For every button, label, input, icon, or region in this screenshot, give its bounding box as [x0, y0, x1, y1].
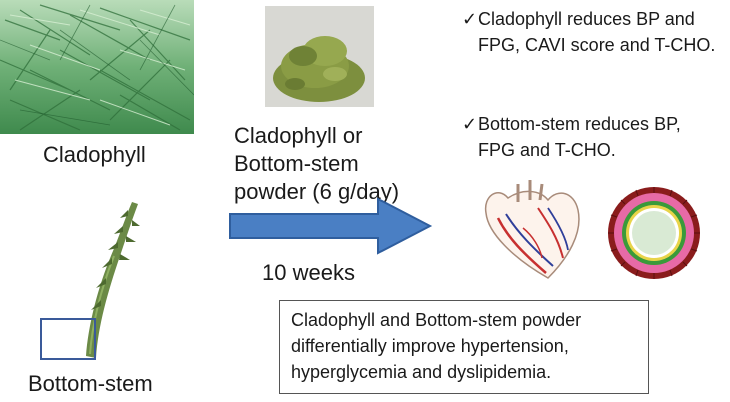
powder-dose-line: Bottom-stem — [234, 151, 359, 176]
powder-dose-line: Cladophyll or — [234, 123, 363, 148]
finding-cladophyll: ✓ Cladophyll reduces BP and FPG, CAVI sc… — [462, 6, 730, 58]
asparagus-stem-illustration — [86, 202, 140, 358]
conclusion-line: Cladophyll and Bottom-stem powder — [291, 310, 582, 330]
duration-label: 10 weeks — [262, 260, 355, 285]
conclusion-line: differentially improve hypertension, — [291, 336, 569, 356]
right-arrow-icon — [229, 197, 433, 255]
powder-dose-label: Cladophyll or Bottom-stem powder (6 g/da… — [234, 122, 434, 206]
finding-line: Cladophyll reduces BP and — [478, 9, 695, 29]
cladophyll-label: Cladophyll — [43, 142, 146, 167]
finding-bottom-stem: ✓ Bottom-stem reduces BP, FPG and T-CHO. — [462, 111, 730, 163]
finding-line: FPG and T-CHO. — [478, 140, 616, 160]
checkmark-icon: ✓ — [462, 114, 478, 134]
heart-icon — [484, 180, 580, 279]
conclusion-line: hyperglycemia and dyslipidemia. — [291, 362, 552, 382]
bottom-stem-highlight-box — [40, 318, 96, 360]
conclusion-box: Cladophyll and Bottom-stem powder differ… — [279, 300, 649, 394]
powder-photo — [265, 6, 374, 107]
finding-line: FPG, CAVI score and T-CHO. — [478, 35, 716, 55]
blood-vessel-cross-section-icon — [608, 187, 700, 279]
finding-line: Bottom-stem reduces BP, — [478, 114, 681, 134]
bottom-stem-label: Bottom-stem — [28, 371, 153, 396]
cladophyll-photo — [0, 0, 194, 134]
powder-dose-line: powder (6 g/day) — [234, 179, 400, 204]
checkmark-icon: ✓ — [462, 9, 478, 29]
